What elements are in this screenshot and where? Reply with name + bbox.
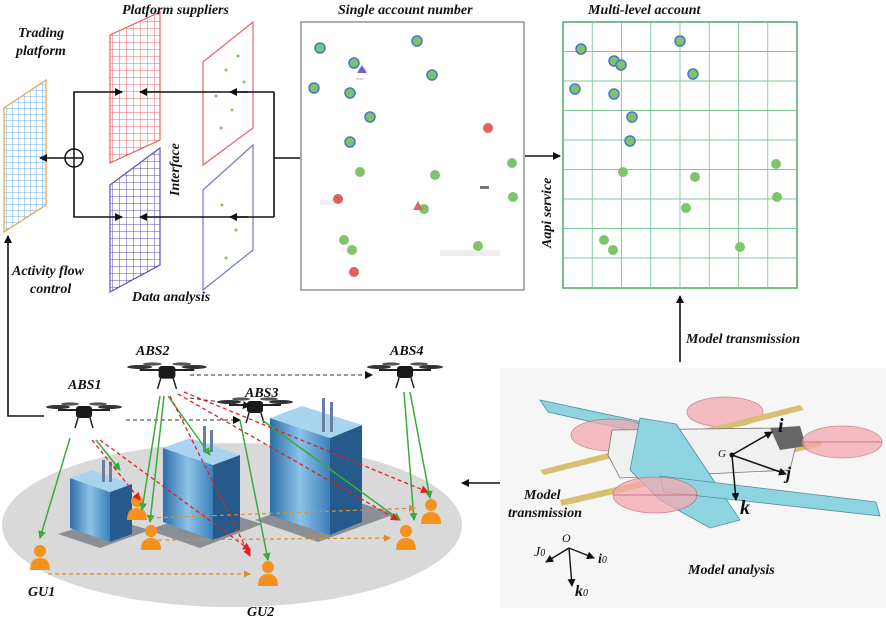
account-dot <box>314 42 326 54</box>
account-dot <box>333 194 343 204</box>
plus-circle-icon <box>64 148 84 168</box>
platform-suppliers-label: Platform suppliers <box>122 3 229 18</box>
aircraft-icon <box>539 396 883 529</box>
account-dot <box>508 192 518 202</box>
account-dot <box>772 192 782 202</box>
account-dot <box>690 172 700 182</box>
building-icon <box>58 460 150 548</box>
account-dot <box>344 87 356 99</box>
axis-i-label: i <box>778 415 784 437</box>
multi-level-label: Multi-level account <box>588 3 701 18</box>
multi-level-dots <box>569 35 782 255</box>
trading-platform-label-2: platform <box>16 44 66 59</box>
account-dot <box>674 35 686 47</box>
drone-icon <box>217 397 293 424</box>
abs4-label: ABS4 <box>390 344 424 359</box>
axis-i0-sub: 0 <box>601 555 607 566</box>
axis-j0-label: J0 <box>534 545 545 562</box>
account-dot <box>344 136 356 148</box>
account-dot <box>599 235 609 245</box>
supplier-grid-purple <box>109 146 161 294</box>
supplier-sparse-red <box>202 20 254 167</box>
account-dot <box>347 245 357 255</box>
model-transmission-mid-label: Model <box>524 488 561 503</box>
axis-o-label: O <box>562 531 571 545</box>
account-dot <box>426 69 438 81</box>
single-account-label: Single account number <box>338 3 473 18</box>
axis-k0-sub: 0 <box>583 588 588 599</box>
account-dot <box>626 111 638 123</box>
axis-k0-label: k0 <box>575 584 588 602</box>
drone-icon <box>127 362 207 390</box>
account-dot <box>473 241 483 251</box>
account-dot <box>618 167 628 177</box>
activity-flow-label-2: control <box>30 282 72 297</box>
account-dot <box>348 57 360 69</box>
abs3-label: ABS3 <box>245 386 279 401</box>
user-icon <box>141 525 161 550</box>
drone-icon <box>46 402 122 429</box>
account-dot <box>624 135 636 147</box>
axis-j-label: j <box>786 463 792 483</box>
axis-k-label: k <box>740 497 750 519</box>
abs1-label: ABS1 <box>68 378 102 393</box>
interface-label: Interface <box>168 143 183 196</box>
axis-j0-sub: 0 <box>540 548 546 559</box>
single-account-panel <box>300 21 525 291</box>
account-dot <box>419 204 429 214</box>
axis-j0-letter: J <box>534 545 541 560</box>
user-icon <box>421 499 441 524</box>
single-account-dots <box>308 35 518 277</box>
abs2-label: ABS2 <box>136 344 170 359</box>
supplier-grid-red <box>109 11 161 164</box>
account-dot <box>569 83 581 95</box>
account-dot <box>615 59 627 71</box>
axis-i0-label: i0 <box>598 552 607 569</box>
world-axes <box>545 547 595 587</box>
account-dot <box>681 203 691 213</box>
account-dot <box>608 245 618 255</box>
multi-level-panel <box>562 21 798 289</box>
gu2-label: GU2 <box>247 605 275 620</box>
axis-k0-letter: k <box>575 583 583 600</box>
user-icon <box>258 561 278 586</box>
model-transmission-top-label: Model transmission <box>686 332 800 347</box>
data-analysis-label: Data analysis <box>132 290 211 305</box>
account-dot <box>687 68 699 80</box>
account-dot <box>411 35 423 47</box>
user-icon <box>396 525 416 550</box>
gu1-label: GU1 <box>28 585 56 600</box>
account-dot <box>339 235 349 245</box>
account-dot <box>355 167 365 177</box>
trading-platform-grid <box>3 78 47 234</box>
account-dot <box>575 43 587 55</box>
account-dot <box>364 111 376 123</box>
axis-g-label: G <box>718 448 726 460</box>
account-dot <box>608 88 620 100</box>
model-analysis-label: Model analysis <box>688 563 775 578</box>
account-dot <box>771 159 781 169</box>
account-dot <box>430 170 440 180</box>
activity-flow-label: Activity flow <box>12 264 84 279</box>
account-dot <box>483 123 493 133</box>
account-dot <box>308 82 320 94</box>
drone-icon <box>367 362 443 389</box>
account-dot <box>507 158 517 168</box>
aapi-service-label: Aapi service <box>540 177 555 248</box>
drone-links <box>38 371 433 578</box>
axis-i0-letter: i <box>598 552 602 567</box>
model-transmission-mid-label-2: transmission <box>508 506 582 521</box>
building-icon <box>148 426 262 548</box>
account-dot <box>349 267 359 277</box>
trading-platform-label: Trading <box>18 26 65 41</box>
user-icon <box>30 545 50 570</box>
platform-flow-lines <box>4 88 684 487</box>
account-dot <box>735 242 745 252</box>
